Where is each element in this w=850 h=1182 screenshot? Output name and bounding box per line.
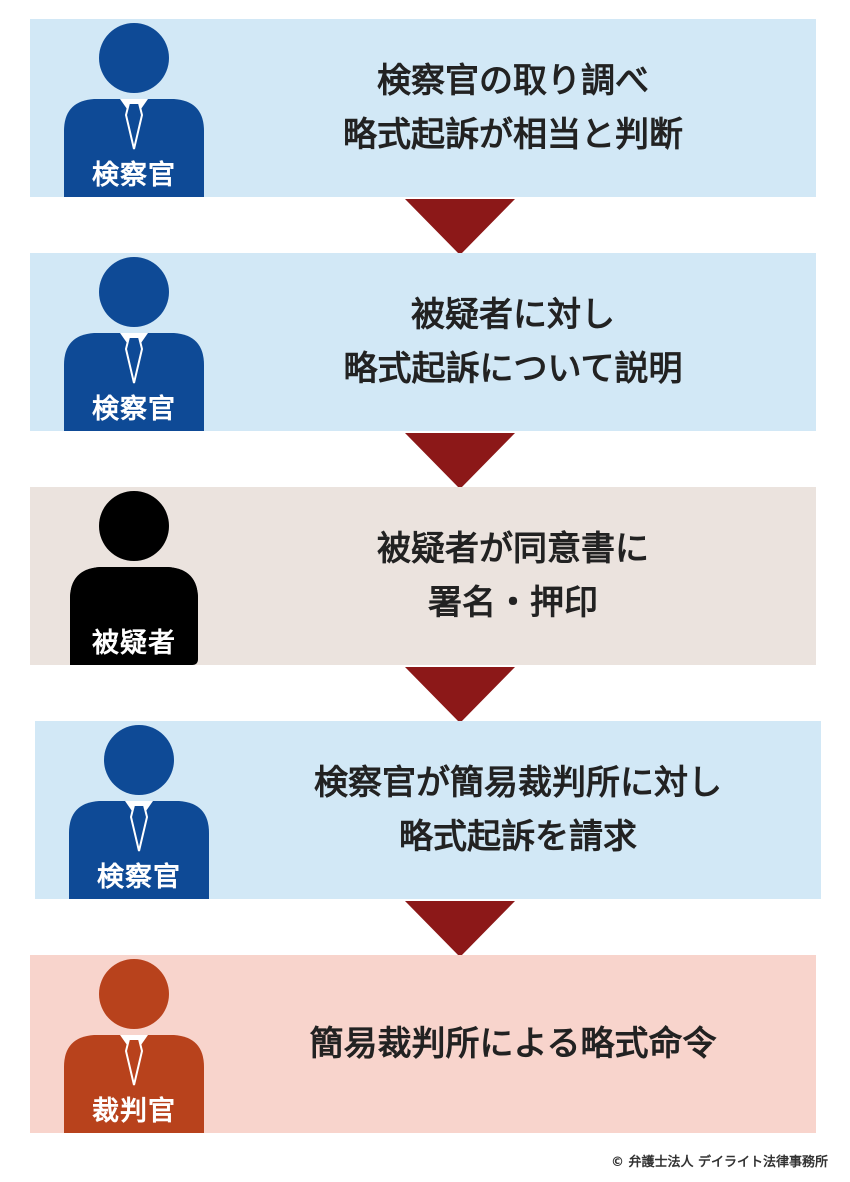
copyright-notice: © 弁護士法人 デイライト法律事務所	[610, 1155, 828, 1170]
person-suit-icon	[64, 257, 204, 431]
step-text-line-1: 簡易裁判所による略式命令	[309, 1024, 717, 1064]
role-label: 被疑者	[92, 628, 176, 659]
step-text-line-1: 被疑者が同意書に	[377, 529, 649, 569]
flow-step-3: 被疑者 被疑者が同意書に 署名・押印	[30, 487, 816, 665]
person-suit-icon	[64, 959, 204, 1133]
role-label: 検察官	[92, 394, 176, 425]
step-description: 被疑者が同意書に 署名・押印	[230, 487, 796, 665]
person-silhouette-icon	[70, 491, 198, 665]
step-description: 検察官が簡易裁判所に対し 略式起訴を請求	[235, 721, 801, 899]
triangle-down-arrow-icon	[405, 901, 515, 957]
flow-arrow-2	[405, 433, 515, 489]
flow-step-5: 裁判官 簡易裁判所による略式命令	[30, 955, 816, 1133]
prosecutor-figure: 検察官	[64, 19, 204, 197]
role-label: 検察官	[92, 160, 176, 191]
flow-arrow-1	[405, 199, 515, 255]
judge-figure: 裁判官	[64, 955, 204, 1133]
step-text-line-2: 略式起訴が相当と判断	[343, 115, 683, 155]
prosecutor-figure: 検察官	[64, 253, 204, 431]
step-description: 簡易裁判所による略式命令	[230, 955, 796, 1133]
flow-arrow-3	[405, 667, 515, 723]
person-suit-icon	[69, 725, 209, 899]
flow-step-4: 検察官 検察官が簡易裁判所に対し 略式起訴を請求	[35, 721, 821, 899]
prosecutor-figure: 検察官	[69, 721, 209, 899]
step-description: 検察官の取り調べ 略式起訴が相当と判断	[230, 19, 796, 197]
suspect-figure: 被疑者	[64, 487, 204, 665]
flow-step-1: 検察官 検察官の取り調べ 略式起訴が相当と判断	[30, 19, 816, 197]
flow-step-2: 検察官 被疑者に対し 略式起訴について説明	[30, 253, 816, 431]
role-label: 裁判官	[92, 1096, 176, 1127]
step-text-line-2: 略式起訴を請求	[399, 817, 637, 857]
step-text-line-2: 略式起訴について説明	[343, 349, 683, 389]
step-description: 被疑者に対し 略式起訴について説明	[230, 253, 796, 431]
triangle-down-arrow-icon	[405, 433, 515, 489]
triangle-down-arrow-icon	[405, 667, 515, 723]
role-label: 検察官	[97, 862, 181, 893]
step-text-line-2: 署名・押印	[428, 583, 598, 623]
person-suit-icon	[64, 23, 204, 197]
flow-arrow-4	[405, 901, 515, 957]
step-text-line-1: 検察官の取り調べ	[377, 61, 649, 101]
step-text-line-1: 被疑者に対し	[411, 295, 615, 335]
triangle-down-arrow-icon	[405, 199, 515, 255]
step-text-line-1: 検察官が簡易裁判所に対し	[314, 763, 722, 803]
